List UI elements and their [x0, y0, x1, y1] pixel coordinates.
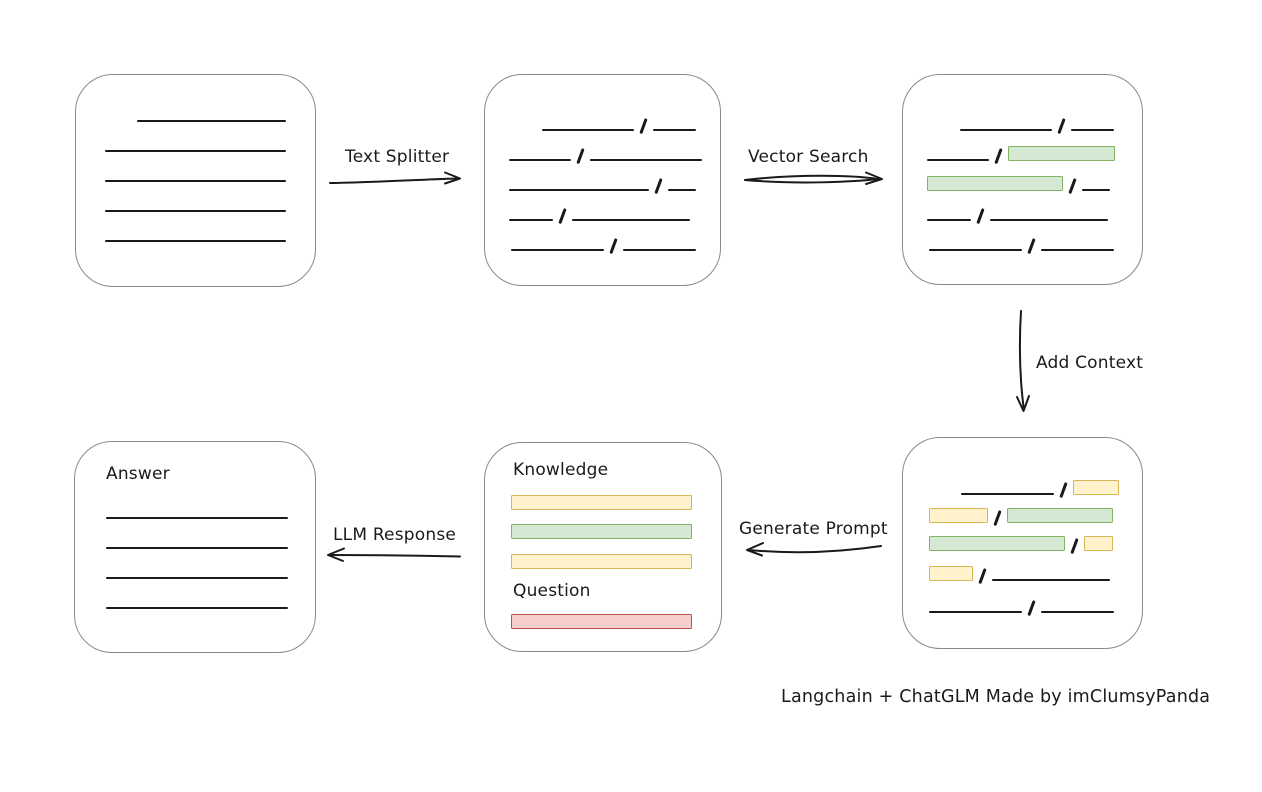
- text-splitter-arrow: [329, 171, 461, 185]
- slash-separator: [558, 208, 567, 224]
- knowledge-bar-yellow: [511, 495, 692, 510]
- matched-chunk-green: [1007, 146, 1115, 161]
- slash-separator: [1068, 178, 1077, 194]
- prompt-box: Knowledge Question: [484, 442, 722, 652]
- slash-separator: [609, 238, 618, 254]
- diagram-caption: Langchain + ChatGLM Made by imClumsyPand…: [781, 687, 1211, 707]
- slash-separator: [1059, 482, 1068, 498]
- slash-separator: [1027, 600, 1036, 616]
- chunk-line: [667, 189, 696, 191]
- split-chunks-box: [484, 74, 721, 286]
- chunk-row: [927, 171, 1110, 194]
- chunk-line: [509, 219, 553, 221]
- chunk-line: [571, 219, 690, 221]
- chunk-row: [929, 231, 1114, 254]
- chunk-line: [509, 189, 649, 191]
- question-bar-red: [511, 614, 692, 629]
- chunk-row: [509, 171, 696, 194]
- chunk-line: [542, 129, 634, 131]
- matched-chunk-green: [927, 176, 1063, 191]
- chunk-line: [991, 579, 1110, 581]
- slash-separator: [978, 568, 987, 584]
- chunk-row: [927, 201, 1108, 224]
- llm-response-label: LLM Response: [333, 525, 457, 545]
- chunk-line: [622, 249, 696, 251]
- chunk-line: [1081, 189, 1110, 191]
- vector-matched-box: [902, 74, 1143, 285]
- question-label: Question: [513, 581, 591, 601]
- llm-response-arrow: [327, 547, 461, 562]
- text-line: [106, 547, 288, 549]
- chunk-row: [927, 141, 1115, 164]
- chunk-row: [509, 201, 690, 224]
- slash-separator: [639, 118, 648, 134]
- answer-label: Answer: [106, 464, 170, 484]
- chunk-line: [929, 611, 1022, 613]
- chunk-row: [929, 593, 1114, 616]
- generate-prompt-arrow: [746, 542, 882, 557]
- chunk-line: [1040, 249, 1114, 251]
- context-chunk-yellow: [929, 566, 973, 581]
- slash-separator: [1070, 538, 1079, 554]
- context-chunk-yellow: [929, 508, 988, 523]
- chunk-line: [927, 159, 989, 161]
- chunk-row: [960, 111, 1114, 134]
- text-splitter-label: Text Splitter: [345, 147, 450, 167]
- vector-search-label: Vector Search: [748, 147, 869, 167]
- chunk-line: [652, 129, 696, 131]
- slash-separator: [1027, 238, 1036, 254]
- chunk-row: [961, 475, 1119, 498]
- chunk-line: [960, 129, 1052, 131]
- knowledge-label: Knowledge: [513, 460, 609, 480]
- text-line: [106, 517, 288, 519]
- text-line: [106, 577, 288, 579]
- slash-separator: [976, 208, 985, 224]
- text-line: [105, 210, 286, 212]
- knowledge-bar-green: [511, 524, 692, 539]
- text-line: [105, 150, 286, 152]
- chunk-line: [961, 493, 1054, 495]
- chunk-row: [929, 531, 1113, 554]
- add-context-arrow: [1016, 310, 1030, 412]
- chunk-line: [927, 219, 971, 221]
- chunk-line: [511, 249, 604, 251]
- matched-chunk-green: [1006, 508, 1113, 523]
- text-line: [106, 607, 288, 609]
- slash-separator: [1057, 118, 1066, 134]
- slash-separator: [993, 510, 1002, 526]
- text-line: [137, 120, 286, 122]
- context-chunks-box: [902, 437, 1143, 649]
- slash-separator: [654, 178, 663, 194]
- document-box: [75, 74, 316, 287]
- chunk-line: [989, 219, 1108, 221]
- text-line: [105, 240, 286, 242]
- answer-box: Answer: [74, 441, 316, 653]
- matched-chunk-green: [929, 536, 1065, 551]
- chunk-row: [929, 503, 1113, 526]
- chunk-line: [929, 249, 1022, 251]
- chunk-row: [509, 141, 702, 164]
- add-context-label: Add Context: [1036, 353, 1144, 373]
- vector-search-arrow: [744, 171, 883, 185]
- generate-prompt-label: Generate Prompt: [739, 519, 888, 539]
- chunk-line: [1070, 129, 1114, 131]
- knowledge-bar-yellow: [511, 554, 692, 569]
- context-chunk-yellow: [1083, 536, 1113, 551]
- chunk-row: [929, 561, 1110, 584]
- chunk-row: [542, 111, 696, 134]
- chunk-line: [509, 159, 571, 161]
- context-chunk-yellow: [1072, 480, 1119, 495]
- slash-separator: [994, 148, 1003, 164]
- slash-separator: [576, 148, 585, 164]
- text-line: [105, 180, 286, 182]
- chunk-line: [1040, 611, 1114, 613]
- chunk-line: [589, 159, 702, 161]
- chunk-row: [511, 231, 696, 254]
